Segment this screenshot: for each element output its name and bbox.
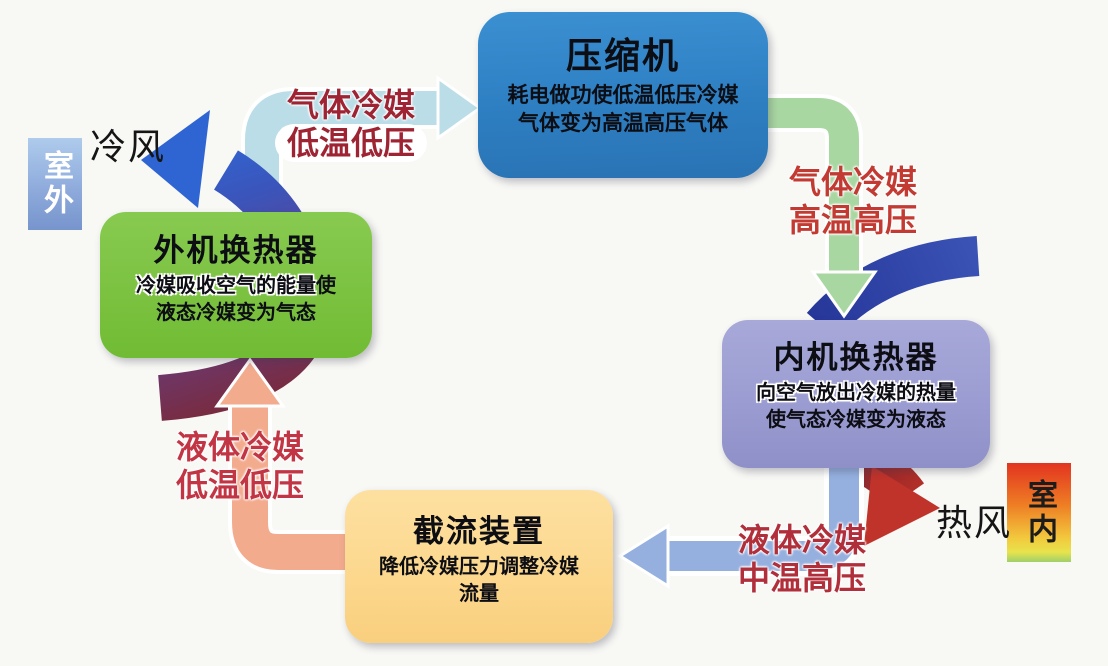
flow-state-text: 液体冷媒 (737, 522, 866, 558)
indoor-exchanger-desc-line1: 向空气放出冷媒的热量 (722, 380, 990, 407)
throttle-desc-line1: 降低冷媒压力调整冷媒 (379, 556, 579, 578)
flow-label-gas-high: 气体冷媒 高温高压 (765, 163, 941, 239)
flow-state-text: 液体冷媒 (175, 429, 304, 465)
indoor-exchanger-title: 内机换热器 (773, 340, 939, 375)
pipe-gas-low (245, 91, 438, 216)
flow-condition-text: 高温高压 (788, 202, 917, 238)
pipe-compressor-to-indoor (764, 94, 878, 319)
pipe-liquid-mid (666, 458, 859, 571)
compressor-desc-line1: 耗电做功使低温低压冷媒 (507, 84, 739, 107)
throttle-desc-line2: 流量 (459, 583, 499, 605)
arrowhead-liquid-low-icon (214, 357, 286, 408)
pipe-indoor-to-throttle (617, 458, 864, 589)
hot-air-arrowhead-icon (864, 466, 940, 546)
indoor-zone-tag: 室内 (1007, 463, 1071, 562)
indoor-intake-band (806, 236, 980, 340)
indoor-exchanger-desc: 向空气放出冷媒的热量 使气态冷媒变为液态 (722, 380, 990, 434)
flow-state-text: 气体冷媒 (788, 164, 917, 200)
compressor-desc: 耗电做功使低温低压冷媒 气体变为高温高压气体 (478, 82, 768, 138)
outdoor-desc-tail: 使 (316, 275, 336, 297)
indoor-exchanger-node: 内机换热器 向空气放出冷媒的热量 使气态冷媒变为液态 (722, 320, 990, 468)
arrowhead-gas-high-icon (810, 270, 878, 319)
compressor-desc-line2: 气体变为高温高压气体 (518, 112, 728, 135)
throttle-device-desc: 降低冷媒压力调整冷媒 流量 (345, 554, 613, 608)
arrowhead-liquid-mid-icon (617, 523, 670, 589)
throttle-device-node: 截流装置 降低冷媒压力调整冷媒 流量 (345, 490, 613, 643)
outdoor-exchanger-node: 外机换热器 冷媒吸收空气的能量使 液态冷媒变为气态 (100, 212, 372, 358)
outdoor-zone-tag: 室外 (28, 138, 82, 230)
compressor-title: 压缩机 (565, 35, 680, 76)
flow-condition-text: 低温低压 (175, 467, 304, 503)
outdoor-exchanger-title: 外机换热器 (153, 233, 319, 268)
flow-condition-line: 低温低压 (263, 124, 439, 162)
pipe-gas-high (764, 98, 859, 274)
flow-condition-text: 中温高压 (737, 560, 866, 596)
throttle-device-title: 截流装置 (413, 514, 545, 549)
flow-label-gas-low: 气体冷媒 低温低压 (263, 86, 439, 162)
pipe-outdoor-to-compressor (241, 75, 483, 216)
outdoor-exchanger-desc-line2: 液态冷媒变为气态 (156, 302, 316, 324)
flow-condition-text: 低温低压 (274, 124, 427, 162)
cold-air-arrowhead-icon (141, 110, 210, 208)
pipe-throttle-to-outdoor (214, 357, 350, 574)
cold-wind-label: 冷风 (90, 126, 167, 167)
outdoor-exchanger-desc-line1: 冷媒吸收空气的能量使 (100, 273, 372, 300)
outdoor-exchanger-desc: 冷媒吸收空气的能量使 液态冷媒变为气态 (100, 273, 372, 327)
outdoor-desc-highlight: 冷媒吸收空气的能量 (136, 275, 316, 297)
pipe-liquid-low (232, 404, 350, 570)
indoor-desc-highlight: 向空气放出冷媒的热量 (756, 382, 956, 404)
indoor-exchanger-desc-line2: 使气态冷媒变为液态 (766, 409, 946, 431)
flow-label-liquid-mid: 液体冷媒 中温高压 (714, 521, 890, 597)
flow-state-text: 气体冷媒 (286, 87, 415, 123)
hot-wind-label: 热风 (936, 502, 1013, 543)
compressor-node: 压缩机 耗电做功使低温低压冷媒 气体变为高温高压气体 (478, 12, 768, 178)
flow-label-liquid-low: 液体冷媒 低温低压 (152, 428, 328, 504)
arrowhead-gas-low-icon (436, 75, 483, 141)
